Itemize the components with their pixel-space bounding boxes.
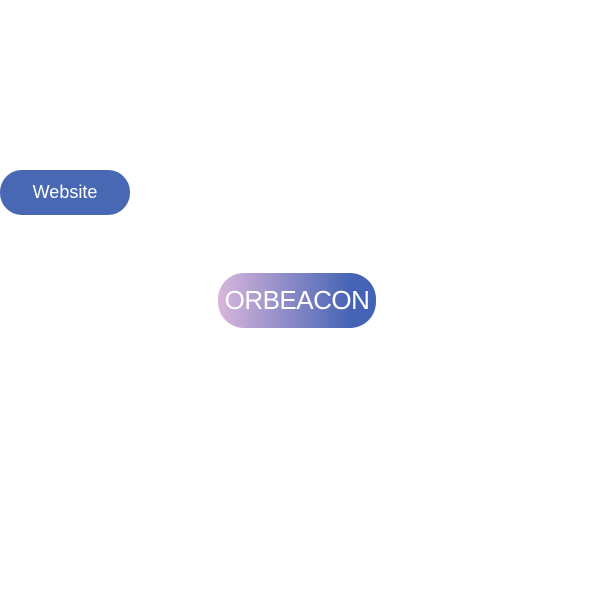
orbeacon-badge: ORBEACON (218, 273, 376, 328)
website-button[interactable]: Website (0, 170, 130, 215)
website-button-label: Website (32, 182, 98, 202)
orbeacon-badge-label: ORBEACON (224, 285, 370, 315)
